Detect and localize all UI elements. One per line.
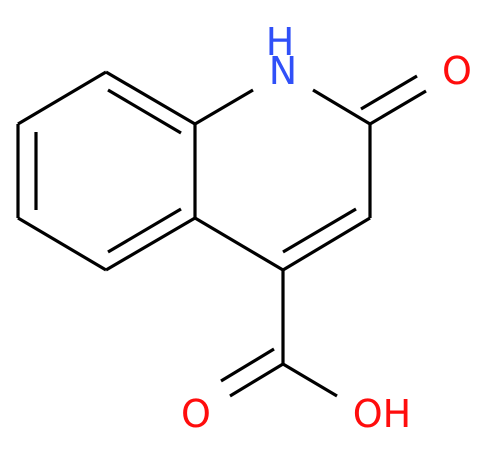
atom-n-label: N (269, 49, 297, 93)
bond-c8-c7 (17, 70, 107, 126)
bond-c3-c4-inner (282, 207, 357, 254)
bond-c4-c4a (194, 216, 284, 272)
bond-c2-o-second (360, 74, 418, 111)
atom-carbonyl-o-label: O (442, 49, 472, 93)
atom-acid-o-label: O (181, 392, 211, 436)
atom-hydroxyl-label: OH (353, 392, 411, 436)
bond-c6-c5 (17, 216, 107, 272)
bond-c3-c4 (282, 216, 371, 272)
bond-cooh-o-double-second (220, 347, 275, 383)
bond-n1-c2 (312, 88, 371, 126)
bond-c8a-c8-inner (107, 88, 182, 135)
bond-c2-o (369, 89, 427, 126)
bond-c8a-n1 (194, 88, 254, 126)
bond-cooh-oh (282, 362, 338, 398)
atom-h-label: H (266, 20, 295, 64)
bond-c8a-c8 (105, 70, 196, 126)
bond-c5-c4a (105, 216, 196, 272)
bond-c5-c4a-inner (107, 207, 182, 254)
bond-cooh-o-double (229, 362, 284, 398)
